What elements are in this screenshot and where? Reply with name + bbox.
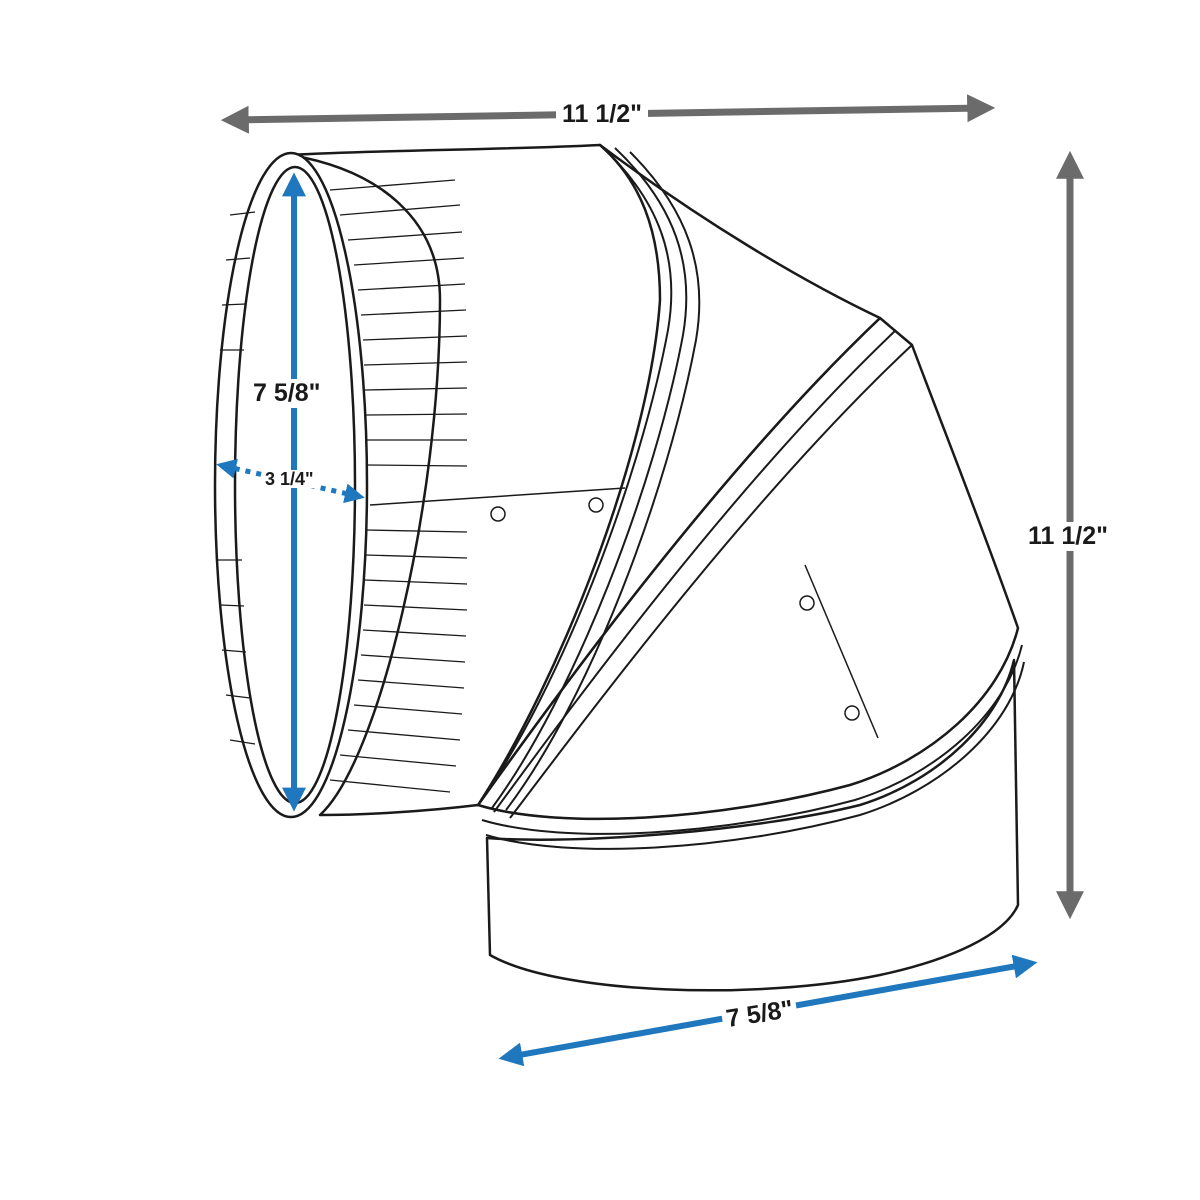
screw: [588, 497, 604, 513]
joint-hardware: [369, 487, 879, 739]
crimp-ribs: [218, 179, 468, 793]
screw: [844, 705, 860, 721]
oval-depth-label: 3 1/4": [262, 470, 317, 488]
screw: [490, 506, 506, 522]
overall-width-label: 11 1/2": [556, 100, 648, 129]
seam-bands: [477, 144, 1025, 850]
oval-height-label: 7 5/8": [249, 379, 325, 408]
overall-height-label: 11 1/2": [1024, 522, 1112, 551]
screw: [799, 595, 815, 611]
elbow-body: [213, 143, 1020, 992]
